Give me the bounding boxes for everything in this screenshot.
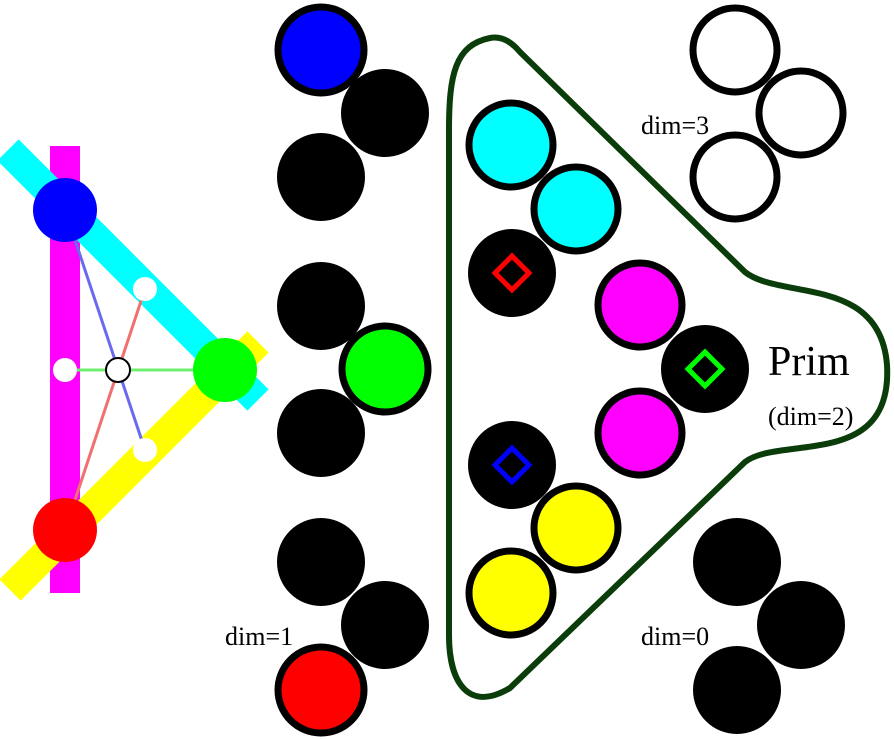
edge-midpoint-left [53,358,77,382]
node-black [277,262,365,350]
node-black [277,518,365,606]
group-green-edge [277,262,432,477]
node-black [468,421,556,509]
prim-group-magenta [594,259,749,479]
node-black [277,389,365,477]
edge-midpoint-lower [133,438,157,462]
node-white [755,67,847,159]
node-cyan [465,99,557,191]
node-white [689,131,781,223]
diamond-blue-marker [491,444,533,486]
node-magenta [594,387,686,479]
node-cyan [530,163,622,255]
node-white [689,4,781,96]
node-green [338,322,432,416]
median-red [63,288,147,531]
diamond-red-marker [491,252,533,294]
label-dim3: dim=3 [641,111,709,140]
node-red [274,643,368,737]
node-magenta [594,259,686,351]
median-blue [63,209,147,451]
prim-group-yellow [465,421,622,639]
label-dim1: dim=1 [225,622,293,651]
centroid [105,357,131,383]
node-yellow [465,547,557,639]
vertex-green [193,338,257,402]
prim-group-cyan [465,99,622,317]
prim-dim-label: (dim=2) [768,402,853,431]
node-black [757,581,845,669]
node-yellow [530,482,622,574]
label-dim0: dim=0 [641,622,709,651]
group-dim0 [693,518,845,734]
vertex-red [33,498,97,562]
triangle-illustration [0,139,269,601]
node-black [661,325,749,413]
group-blue-edge [274,3,429,221]
node-black [693,518,781,606]
diamond-green-marker [684,348,726,390]
edge-midpoint-upper [133,277,157,301]
node-blue [274,3,368,97]
vertex-blue [33,178,97,242]
node-black [341,69,429,157]
node-black [341,581,429,669]
group-dim3 [689,4,847,223]
prim-title: Prim [768,339,850,385]
prim-outline [446,34,891,700]
group-red-edge [274,518,429,737]
node-black [277,133,365,221]
node-black [468,229,556,317]
node-black [693,646,781,734]
